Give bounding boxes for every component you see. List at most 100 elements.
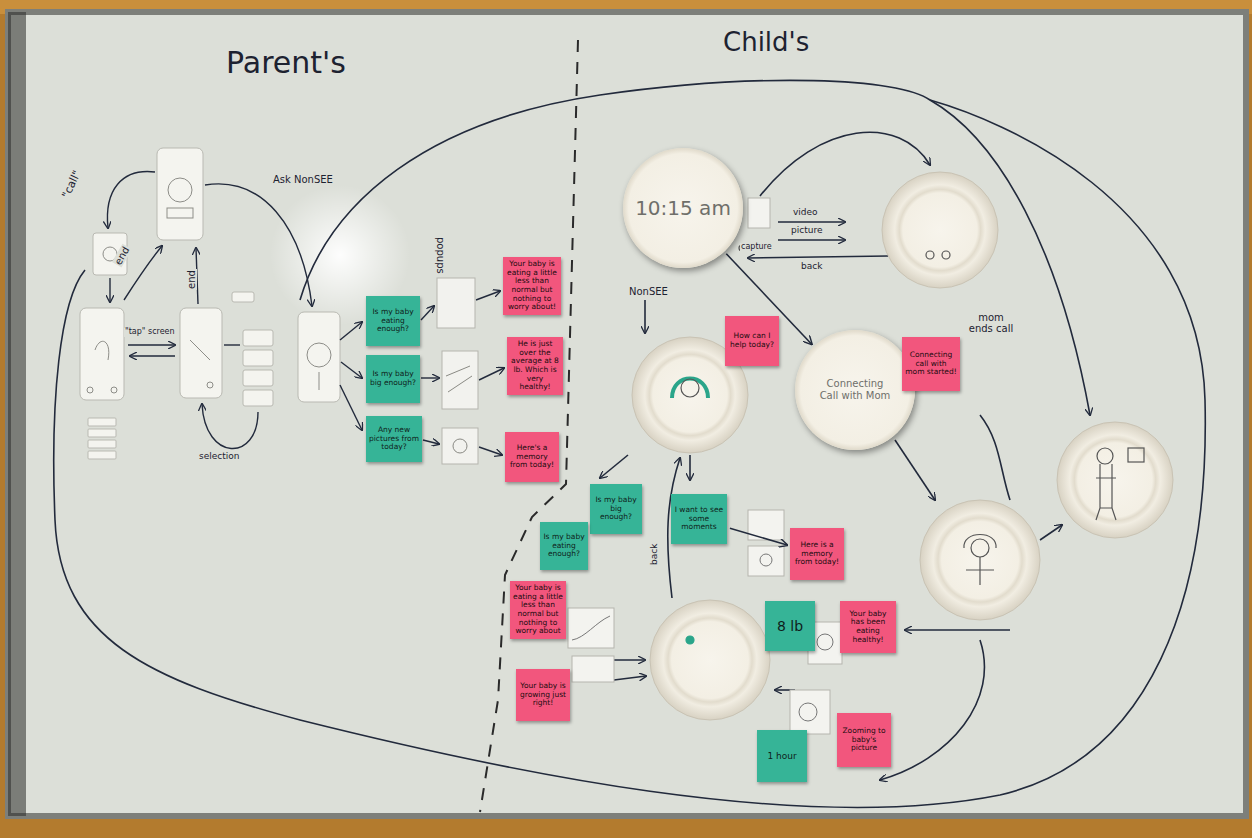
popup-papers-part <box>446 366 472 392</box>
board-label: mom ends call <box>964 312 1018 334</box>
phone-arrows-part <box>224 344 240 345</box>
popup-papers-part <box>442 351 478 409</box>
phone-arrows-part <box>340 385 362 430</box>
flow-connector <box>730 528 787 545</box>
board-label: selection <box>198 452 240 462</box>
phone-arrows-part <box>340 322 362 340</box>
phone-scribbles-part <box>307 343 331 367</box>
board-label: capture <box>740 243 773 252</box>
board-label: video <box>792 208 819 218</box>
note-text: He is just over the average at 8 lb. Whi… <box>510 340 560 392</box>
flow-curves-part <box>905 629 1010 631</box>
note-text: Your baby is eating a little less than n… <box>513 584 563 636</box>
parent-phone-sketches-part <box>232 292 254 302</box>
pink-sticky-note: Your baby has been eating healthy! <box>840 601 896 653</box>
popup-papers <box>437 278 478 464</box>
flow-curves-part <box>748 256 888 258</box>
phone-arrows-part <box>476 291 500 300</box>
pink-sticky-note: Here is a memory from today! <box>790 528 844 580</box>
flow-curves-part <box>778 221 845 223</box>
plate-drawings-part <box>964 535 996 549</box>
pink-sticky-note: How can I help today? <box>725 316 779 366</box>
note-text: 1 hour <box>760 751 804 761</box>
note-text: Zooming to baby's picture <box>840 727 888 753</box>
plate-drawings-part <box>1097 448 1113 464</box>
phone-scribbles-part <box>111 387 117 393</box>
teal-sticky-note: 8 lb <box>765 601 815 651</box>
popup-papers-part <box>437 278 475 328</box>
phone-arrows-part <box>479 368 504 380</box>
phone-scribbles-part <box>168 178 192 202</box>
flow-curves-part <box>644 300 646 333</box>
teal-sticky-note: Is my baby eating enough? <box>366 296 420 346</box>
phone-scribbles-part <box>95 341 109 360</box>
board-label: back <box>800 262 823 272</box>
plate-drawings-part <box>672 379 708 399</box>
board-part <box>8 12 1246 816</box>
small-papers-part <box>572 656 614 682</box>
parent-phone-sketches-part <box>88 429 116 437</box>
phone-scribbles-part <box>319 372 320 390</box>
board-label: picture <box>790 226 823 236</box>
board-label: NonSEE <box>628 286 669 297</box>
pink-sticky-note: Here's a memory from today! <box>505 432 559 482</box>
phone-arrows-part <box>107 172 155 228</box>
child-plates-part <box>920 500 1040 620</box>
note-text: Here is a memory from today! <box>793 541 841 567</box>
flow-curves-part <box>612 659 645 661</box>
small-papers-part <box>790 690 830 734</box>
flow-curves-part <box>778 239 845 241</box>
plate-drawings-part <box>926 251 934 259</box>
flow-curves-part <box>614 676 646 680</box>
phone-arrows-part <box>423 440 439 444</box>
board-label: back <box>650 543 660 566</box>
phone-scribbles-part <box>190 340 210 360</box>
phone-scribbles-part <box>87 387 93 393</box>
board-label: "tap" screen <box>124 328 176 337</box>
note-text: I want to see some moments <box>674 506 724 532</box>
teal-sticky-note: Is my baby big enough? <box>590 484 642 534</box>
divider-line-part <box>480 40 578 812</box>
popup-papers-part <box>453 439 467 453</box>
flow-curves-part <box>880 640 984 780</box>
child-plates-part <box>882 172 998 288</box>
parent-phone-sketches <box>80 148 340 459</box>
child-plates-part <box>1057 422 1173 538</box>
screen-text: 10:15 am <box>635 196 731 220</box>
pink-sticky-note: He is just over the average at 8 lb. Whi… <box>507 337 563 395</box>
child-plates-part <box>650 600 770 720</box>
phone-arrows-part <box>124 246 162 300</box>
divider-line <box>480 40 578 812</box>
parent-phone-sketches-part <box>243 350 273 366</box>
note-text: Here's a memory from today! <box>508 444 556 470</box>
pink-sticky-note: Zooming to baby's picture <box>837 713 891 767</box>
phone-scribbles-part <box>167 208 193 218</box>
board-label: Parent's <box>225 46 347 79</box>
note-text: Any new pictures from today? <box>369 426 419 452</box>
popup-papers-part <box>442 428 478 464</box>
parent-phone-sketches-part <box>243 370 273 386</box>
flow-curves <box>54 80 1206 807</box>
board-part <box>8 12 26 816</box>
small-papers-part <box>748 546 784 576</box>
board <box>8 12 1246 816</box>
note-text: How can I help today? <box>728 332 776 349</box>
note-text: Your baby is eating a little less than n… <box>506 260 558 312</box>
flow-curves-part <box>54 80 1206 807</box>
phone-scribbles-part <box>207 382 213 388</box>
plate-drawings-part <box>686 636 694 644</box>
teal-sticky-note: Is my baby big enough? <box>366 355 420 403</box>
plate-drawings-part <box>681 379 699 397</box>
plate-drawings <box>672 245 1144 644</box>
parent-phone-sketches-part <box>88 451 116 459</box>
note-text: Is my baby eating enough? <box>543 533 585 559</box>
board-label: Child's <box>722 28 810 57</box>
phone-arrows-part <box>202 404 258 449</box>
small-papers-part <box>799 703 817 721</box>
board-label: end <box>112 244 132 268</box>
note-text: Is my baby big enough? <box>593 496 639 522</box>
phone-arrows-part <box>205 184 312 306</box>
